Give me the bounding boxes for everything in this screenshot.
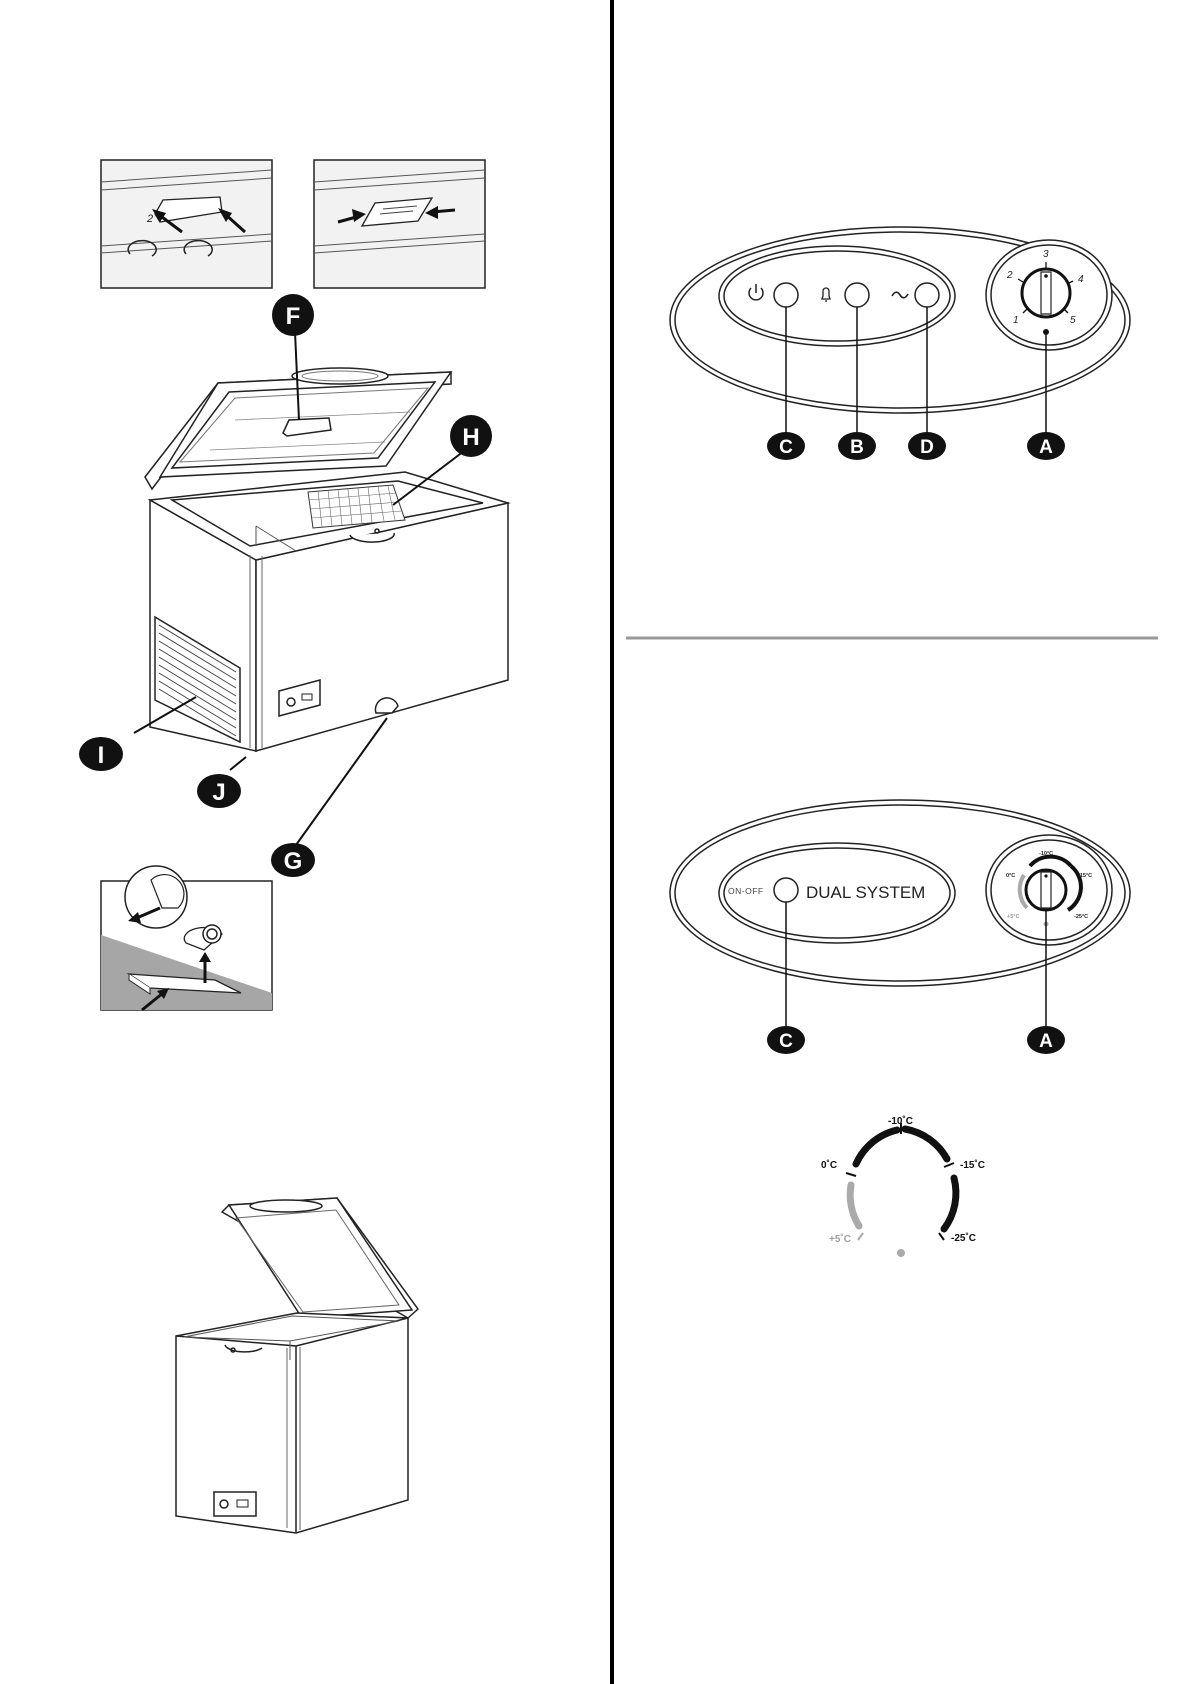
scale-indicator-dot <box>897 1249 905 1257</box>
scale-arc-warm <box>850 1185 859 1226</box>
inset-handle-insertion <box>314 160 485 288</box>
scale-arc-cold-right <box>944 1178 956 1229</box>
dial-1-number-2: 2 <box>1006 270 1013 281</box>
alarm-button[interactable] <box>845 283 869 307</box>
dial-2-label-m10: -10°C <box>1039 851 1053 857</box>
thermostat-scale <box>846 1123 956 1257</box>
svg-text:2: 2 <box>146 213 153 225</box>
scale-label-m10: -10˚C <box>888 1115 913 1127</box>
svg-text:A: A <box>1039 1031 1053 1052</box>
dial-1-number-1: 1 <box>1013 315 1019 326</box>
thermostat-scale-labels: -10˚C -15˚C 0˚C +5˚C -25˚C <box>821 1115 985 1245</box>
callout-i: I <box>79 737 123 771</box>
small-chest-freezer <box>176 1198 418 1533</box>
inset-handle-removal: 2 <box>101 160 272 288</box>
callout-f: F <box>272 294 314 336</box>
dial-2-label-0: 0°C <box>1006 873 1015 879</box>
scale-arc-cold-top <box>905 1129 947 1159</box>
power-button[interactable] <box>774 283 798 307</box>
scale-label-0: 0˚C <box>821 1159 837 1171</box>
dual-system-label: DUAL SYSTEM <box>806 883 925 902</box>
svg-text:G: G <box>284 848 303 875</box>
super-freeze-button[interactable] <box>915 283 939 307</box>
svg-text:D: D <box>920 437 934 458</box>
control-panel-1 <box>670 227 1130 413</box>
svg-text:H: H <box>462 424 479 451</box>
panel-1-callout-c: C <box>767 432 805 460</box>
svg-text:F: F <box>286 303 301 330</box>
inset-drain-plug <box>101 866 272 1010</box>
on-off-button[interactable] <box>774 878 798 902</box>
panel-2-callout-a: A <box>1027 1026 1065 1054</box>
dial-1-number-4: 4 <box>1078 274 1084 285</box>
callout-g: G <box>271 843 315 877</box>
panel-1-callout-a: A <box>1027 432 1065 460</box>
scale-label-p5: +5˚C <box>829 1233 851 1245</box>
svg-text:C: C <box>779 1031 793 1052</box>
dial-1-number-3: 3 <box>1043 249 1049 260</box>
dial-2-label-p5: +5°C <box>1007 914 1019 920</box>
scale-label-m15: -15˚C <box>960 1159 985 1171</box>
scale-arc-cold-left <box>856 1130 897 1164</box>
svg-text:C: C <box>779 437 793 458</box>
panel-1-callout-b: B <box>838 432 876 460</box>
dial-2-label-m15: -15°C <box>1078 873 1092 879</box>
panel-2-callout-c: C <box>767 1026 805 1054</box>
svg-text:I: I <box>98 742 105 769</box>
on-off-label: ON-OFF <box>728 886 764 896</box>
svg-text:A: A <box>1039 437 1053 458</box>
callout-h: H <box>450 415 492 457</box>
callout-j: J <box>197 774 241 808</box>
svg-text:B: B <box>850 437 864 458</box>
panel-1-callout-d: D <box>908 432 946 460</box>
dial-1-number-5: 5 <box>1070 315 1076 326</box>
scale-label-m25: -25˚C <box>951 1232 976 1244</box>
dial-2-label-m25: -25°C <box>1074 914 1088 920</box>
svg-text:J: J <box>212 779 225 806</box>
